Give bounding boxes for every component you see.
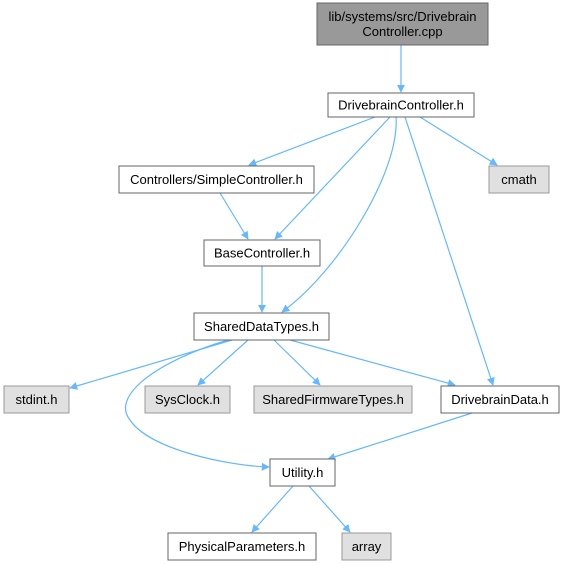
edge-drivebrain-controller-h-to-base-controller-h xyxy=(274,116,391,240)
edge-shared-data-types-h-to-drivebrain-data-h xyxy=(289,339,456,387)
nodes-layer: lib/systems/src/DrivebrainController.cpp… xyxy=(3,2,560,561)
node-drivebrain-data-h[interactable]: DrivebrainData.h xyxy=(440,385,560,414)
node-box xyxy=(440,385,560,414)
edge-shared-data-types-h-to-shared-firmware-types-h xyxy=(273,339,321,386)
node-label: SharedDataTypes.h xyxy=(204,319,319,334)
node-label: Utility.h xyxy=(282,465,324,480)
node-label: DrivebrainController.h xyxy=(338,98,464,113)
node-label: lib/systems/src/Drivebrain xyxy=(328,9,476,24)
edge-utility-h-to-physical-parameters-h xyxy=(251,485,294,533)
node-label: Controllers/SimpleController.h xyxy=(130,172,303,187)
node-label: cmath xyxy=(501,172,536,187)
node-shared-firmware-types-h: SharedFirmwareTypes.h xyxy=(253,385,413,414)
node-label: array xyxy=(352,539,382,554)
node-box xyxy=(144,385,231,414)
edge-drivebrain-controller-h-to-drivebrain-data-h xyxy=(404,116,495,386)
node-label: BaseController.h xyxy=(214,246,310,261)
node-shared-data-types-h[interactable]: SharedDataTypes.h xyxy=(193,312,330,341)
node-simple-controller-h[interactable]: Controllers/SimpleController.h xyxy=(118,165,315,194)
edge-shared-data-types-h-to-utility-h xyxy=(124,339,270,471)
node-box xyxy=(269,458,336,487)
node-box xyxy=(488,165,550,194)
node-box xyxy=(193,312,330,341)
node-base-controller-h[interactable]: BaseController.h xyxy=(203,239,321,267)
node-label: SharedFirmwareTypes.h xyxy=(262,392,404,407)
node-sysclock-h: SysClock.h xyxy=(144,385,231,414)
node-box xyxy=(3,385,70,414)
edge-shared-data-types-h-to-sysclock-h xyxy=(197,339,249,386)
node-box xyxy=(203,239,321,267)
edge-simple-controller-h-to-base-controller-h xyxy=(219,192,249,240)
edge-shared-data-types-h-to-stdint-h xyxy=(69,339,233,390)
node-box xyxy=(341,532,392,561)
node-stdint-h: stdint.h xyxy=(3,385,70,414)
edge-drivebrain-controller-h-to-simple-controller-h xyxy=(248,116,376,167)
node-label: SysClock.h xyxy=(155,392,220,407)
node-box xyxy=(327,92,475,118)
node-cmath: cmath xyxy=(488,165,550,194)
node-label: stdint.h xyxy=(16,392,58,407)
node-drivebrain-controller-h[interactable]: DrivebrainController.h xyxy=(327,92,475,118)
node-box xyxy=(118,165,315,194)
edge-utility-h-to-array xyxy=(308,485,351,533)
node-label: PhysicalParameters.h xyxy=(179,539,305,554)
node-box xyxy=(316,2,489,46)
node-label: Controller.cpp xyxy=(362,24,442,39)
node-array: array xyxy=(341,532,392,561)
node-box xyxy=(167,532,317,561)
edge-drivebrain-data-h-to-utility-h xyxy=(327,412,473,461)
edge-drivebrain-controller-h-to-cmath xyxy=(419,116,498,166)
edges-layer xyxy=(69,45,498,533)
node-root: lib/systems/src/DrivebrainController.cpp xyxy=(316,2,489,46)
node-label: DrivebrainData.h xyxy=(451,392,549,407)
node-utility-h[interactable]: Utility.h xyxy=(269,458,336,487)
node-box xyxy=(253,385,413,414)
edge-drivebrain-controller-h-to-shared-data-types-h xyxy=(281,116,397,313)
node-physical-parameters-h[interactable]: PhysicalParameters.h xyxy=(167,532,317,561)
